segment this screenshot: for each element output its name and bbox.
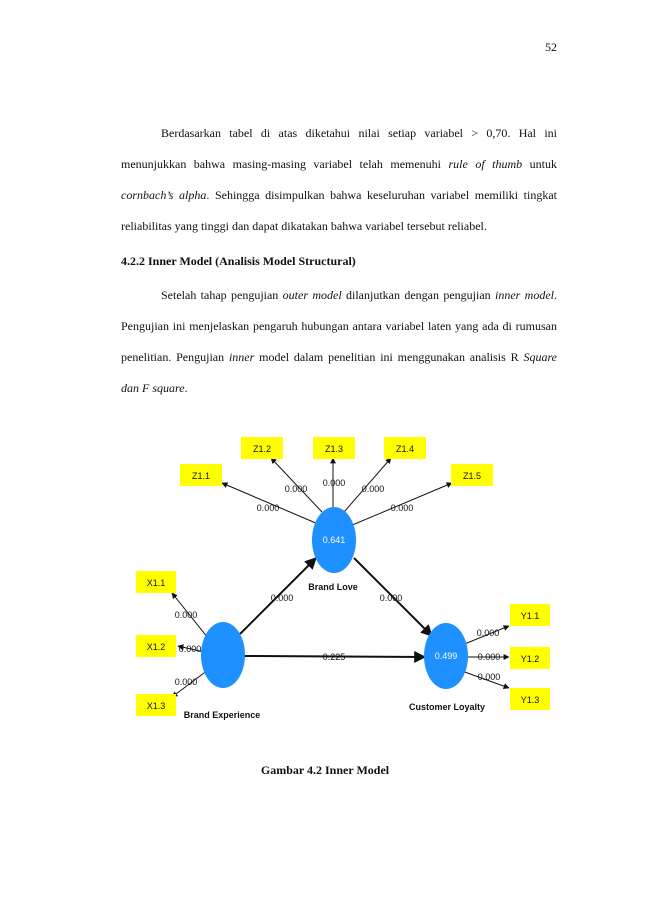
indicator-z15-box xyxy=(451,464,493,486)
value-z12: 0.000 xyxy=(285,484,308,494)
page-number: 52 xyxy=(545,40,557,54)
arrow-cl-y13 xyxy=(461,670,510,689)
paragraph-reliability: Berdasarkan tabel di atas diketahui nila… xyxy=(121,118,557,242)
figure-caption: Gambar 4.2 Inner Model xyxy=(260,763,390,777)
indicator-z15: Z1.5 xyxy=(463,471,481,481)
value-z15: 0.000 xyxy=(391,503,414,513)
arrow-be-x12 xyxy=(177,644,205,653)
p2-text-1: Setelah tahap pengujian xyxy=(161,288,283,302)
indicator-y12-box xyxy=(510,647,550,669)
arrow-be-x11 xyxy=(171,592,209,639)
p1-text-1: Berdasarkan tabel di atas diketahui nila… xyxy=(121,126,557,171)
indicator-x13-box xyxy=(136,694,176,716)
indicator-z14-box xyxy=(384,437,426,459)
indicator-z11-box xyxy=(180,464,222,486)
value-z14: 0.000 xyxy=(362,484,385,494)
p2-text-4: model dalam penelitian ini menggunakan a… xyxy=(254,350,524,364)
arrow-bl-z14 xyxy=(343,457,392,513)
p2-italic-2: inner model xyxy=(495,288,554,302)
indicator-x11-box xyxy=(136,571,176,593)
indicator-z13: Z1.3 xyxy=(325,444,343,454)
construct-brand-love xyxy=(312,507,356,573)
construct-brand-experience-name: Brand Experience xyxy=(184,710,261,720)
p2-text-2: dilanjutkan dengan pengujian xyxy=(341,288,495,302)
value-y13: 0.000 xyxy=(478,672,501,682)
value-y11: 0.000 xyxy=(477,628,500,638)
p1-text-2: untuk xyxy=(522,157,557,171)
path-be-cl xyxy=(243,650,427,663)
p1-text-3: . Sehingga disimpulkan bahwa keseluruhan… xyxy=(121,188,557,233)
p1-italic-1: rule of thumb xyxy=(448,157,523,171)
value-path-be-cl: 0.225 xyxy=(323,652,346,662)
indicator-x12-box xyxy=(136,635,176,657)
construct-brand-experience xyxy=(201,622,245,688)
indicator-y12: Y1.2 xyxy=(521,654,540,664)
indicator-z12-box xyxy=(241,437,283,459)
construct-customer-loyalty-name: Customer Loyalty xyxy=(409,702,485,712)
indicator-y13-box xyxy=(510,688,550,710)
p2-italic-4: Square dan F square xyxy=(121,350,558,395)
indicator-x12: X1.2 xyxy=(147,642,166,652)
indicator-z14: Z1.4 xyxy=(396,444,414,454)
construct-brand-love-value: 0.641 xyxy=(323,535,346,545)
value-x12: 0.000 xyxy=(179,644,202,654)
arrow-be-x13 xyxy=(171,669,209,698)
indicator-x11: X1.1 xyxy=(147,578,166,588)
section-heading: 4.2.2 Inner Model (Analisis Model Struct… xyxy=(121,254,356,268)
path-be-bl xyxy=(239,557,317,635)
paragraph-inner-model: Setelah tahap pengujian outer model dila… xyxy=(121,280,557,404)
p2-italic-1: outer model xyxy=(282,288,342,302)
indicator-z12: Z1.2 xyxy=(253,444,271,454)
value-y12: 0.000 xyxy=(478,652,501,662)
value-path-be-bl: 0.000 xyxy=(271,593,294,603)
value-path-bl-cl: 0.000 xyxy=(380,593,403,603)
p2-text-5: . xyxy=(184,381,188,395)
p1-italic-2: cornbach’s alpha xyxy=(121,188,207,202)
construct-customer-loyalty-value: 0.499 xyxy=(435,651,458,661)
arrow-bl-z15 xyxy=(349,482,453,527)
construct-brand-love-name: Brand Love xyxy=(308,582,358,592)
value-x13: 0.000 xyxy=(175,677,198,687)
indicator-y13: Y1.3 xyxy=(521,695,540,705)
value-x11: 0.000 xyxy=(175,610,198,620)
arrow-bl-z12 xyxy=(270,457,323,513)
p2-text-3: . Pengujian ini menjelaskan pengaruh hub… xyxy=(121,288,557,364)
arrow-cl-y11 xyxy=(461,625,510,646)
indicator-x13: X1.3 xyxy=(147,701,166,711)
indicator-y11: Y1.1 xyxy=(521,611,540,621)
indicator-z13-box xyxy=(313,437,355,459)
construct-customer-loyalty xyxy=(424,623,468,689)
path-bl-cl xyxy=(353,557,433,637)
indicator-y11-box xyxy=(510,604,550,626)
value-z11: 0.000 xyxy=(257,503,280,513)
indicator-z11: Z1.1 xyxy=(192,471,210,481)
p2-italic-3: inner xyxy=(228,350,255,364)
value-z13: 0.000 xyxy=(323,478,346,488)
arrow-bl-z11 xyxy=(221,482,319,525)
